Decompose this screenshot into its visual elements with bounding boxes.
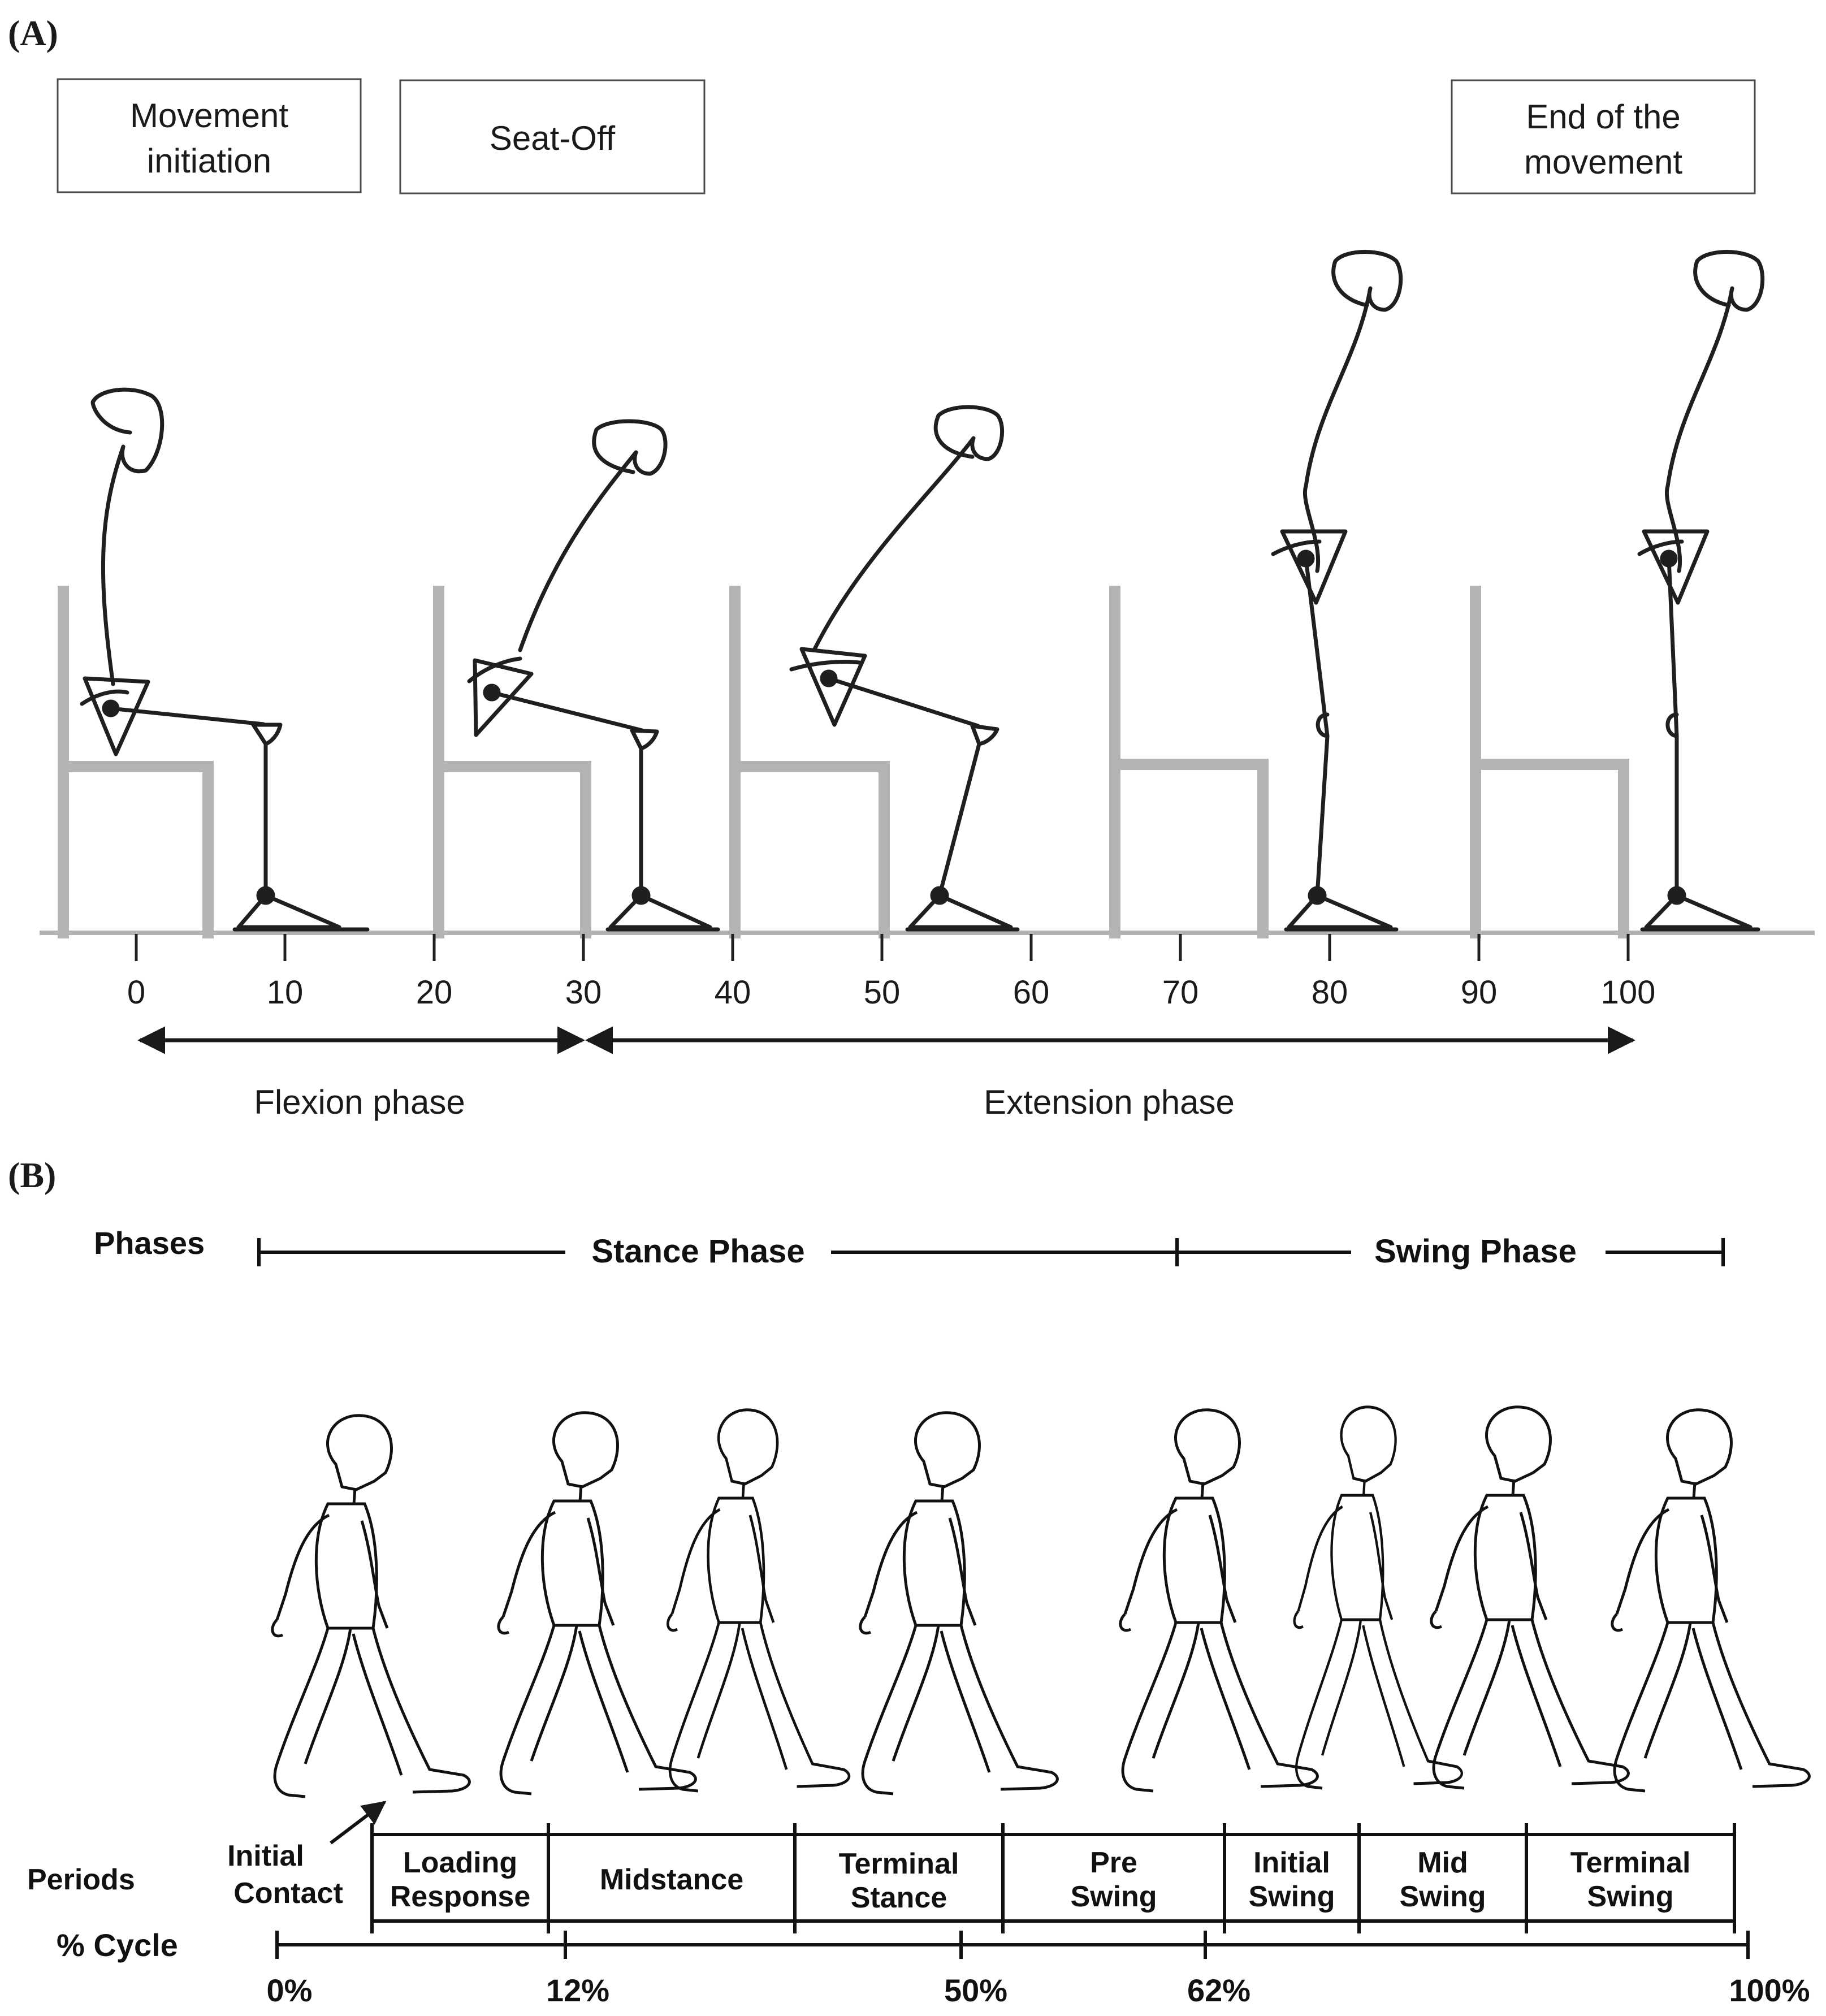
label-box-end-of-movement: End of the movement [1451,79,1756,194]
chair [1109,586,1269,938]
walking-figure [1612,1410,1810,1791]
periods-table [370,1823,1736,1933]
walking-figure [860,1413,1058,1794]
cycle-tick-labels: 0% 12% 50% 62% 100% [267,1972,1810,2008]
walking-figure [1295,1407,1462,1788]
axis-ticks [135,934,1630,961]
period-label: Pre [1090,1846,1137,1879]
tick-label: 90 [1461,974,1498,1011]
period-labels: Loading Response Midstance Terminal Stan… [390,1846,1691,1914]
label-box-seat-off: Seat-Off [399,79,706,194]
tick-label: 70 [1162,974,1199,1011]
phases-label: Phases [94,1225,205,1261]
stick-figure-5 [1637,250,1765,932]
stick-figure-2 [467,419,720,932]
panel-a-label: (A) [8,13,58,53]
tick-label: 80 [1312,974,1348,1011]
period-label: Loading [403,1846,517,1879]
box-text-line-2: initiation [147,142,271,180]
tick-label: 50 [864,974,901,1011]
tick-label: 20 [416,974,453,1011]
walking-figure [272,1416,470,1797]
period-label: Terminal [839,1848,959,1880]
stance-phase-label: Stance Phase [591,1233,804,1270]
tick-label: 60 [1013,974,1050,1011]
walking-figure [668,1410,849,1791]
tick-label: 100 [1601,974,1656,1011]
swing-phase-label: Swing Phase [1374,1233,1577,1270]
tick-label: 10 [267,974,304,1011]
period-label: Terminal [1570,1846,1691,1879]
period-label: Initial [1253,1846,1330,1879]
stick-figure-1 [80,387,370,932]
tick-label: 40 [715,974,751,1011]
stick-figure-4 [1271,250,1403,932]
walking-figure [1120,1410,1318,1791]
walking-figure [499,1413,696,1794]
initial-contact-arrow [330,1801,387,1845]
label-box-movement-initiation: Movement initiation [57,78,362,193]
period-label: Swing [1070,1880,1157,1913]
cycle-tick-label: 100% [1729,1972,1810,2008]
chairs [58,586,1629,938]
axis-tick-labels: 0 10 20 30 40 50 60 70 80 90 100 [127,974,1656,1011]
cycle-tick-label: 50% [944,1972,1007,2008]
box-text-line-1: End of the [1526,98,1681,136]
period-label: Mid [1417,1846,1468,1879]
cycle-tick-label: 0% [267,1972,313,2008]
cycle-axis [275,1931,1750,1959]
walking-figures [272,1407,1810,1797]
chair [729,586,890,938]
extension-phase-label: Extension phase [984,1083,1235,1121]
box-text-line-1: Seat-Off [490,119,616,157]
cycle-tick-label: 62% [1187,1972,1250,2008]
chair [433,586,591,938]
periods-label: Periods [27,1863,135,1896]
walking-figure [1431,1407,1629,1788]
stick-figure-3 [789,405,1020,932]
chair [1470,586,1629,938]
period-label: Swing [1399,1880,1486,1913]
tick-label: 30 [565,974,602,1011]
initial-contact-line-2: Contact [233,1877,343,1910]
cycle-tick-label: 12% [546,1972,609,2008]
phase-timeline [257,1238,1725,1266]
stick-figures [80,250,1765,932]
period-label: Stance [851,1881,947,1914]
cycle-label: % Cycle [57,1927,178,1963]
period-label: Midstance [600,1863,743,1896]
box-text-line-2: movement [1524,143,1682,181]
tick-label: 0 [127,974,145,1011]
period-label: Response [390,1880,531,1913]
flexion-phase-label: Flexion phase [254,1083,465,1121]
period-label: Swing [1248,1880,1335,1913]
initial-contact-line-1: Initial [227,1840,304,1872]
box-text-line-1: Movement [130,97,288,135]
period-label: Swing [1587,1880,1673,1913]
panel-b-label: (B) [8,1155,56,1195]
chair [58,586,214,938]
